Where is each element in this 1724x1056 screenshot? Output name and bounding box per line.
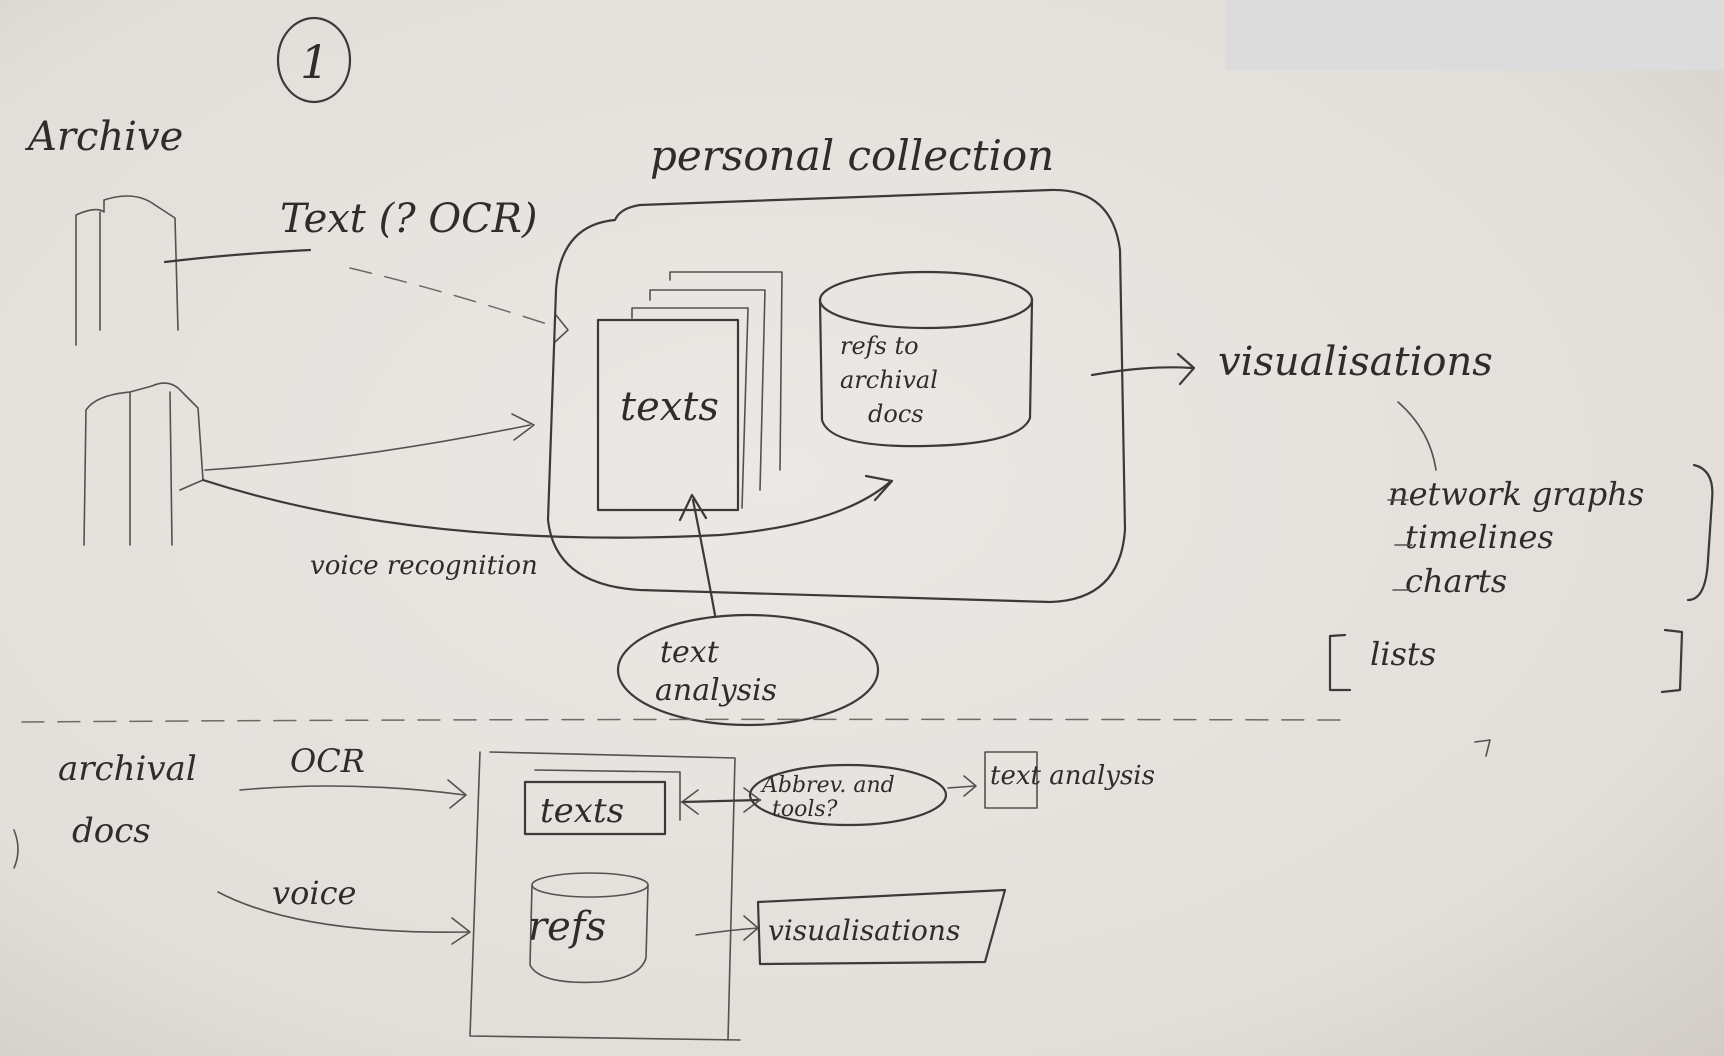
- output-list: network graphs timelines charts: [1387, 463, 1714, 602]
- bottom-vis-box: visualisations: [756, 888, 1007, 966]
- source-label: Archive: [24, 114, 183, 160]
- bottom-source-line-2: docs: [72, 811, 151, 851]
- tools-to-analysis-arrow: [947, 785, 976, 789]
- texts-tools-double-arrow: [680, 798, 762, 804]
- scan-corner-patch: [1225, 0, 1724, 70]
- bottom-ocr-label: OCR: [290, 742, 365, 780]
- text-analysis-node: text analysis: [616, 613, 880, 727]
- refs-db-line-3: docs: [868, 400, 924, 428]
- bottom-analysis-label: text analysis: [990, 761, 1155, 791]
- bottom-source-line-1: archival: [58, 749, 197, 789]
- archive-document-icon: [83, 382, 204, 546]
- analysis-line-1: text: [660, 635, 720, 670]
- bottom-analysis-box: text analysis: [984, 751, 1155, 809]
- bottom-refs-label: refs: [528, 904, 606, 950]
- refs-database-cylinder: refs to archival docs: [818, 270, 1034, 448]
- lists-item: lists: [1328, 628, 1684, 694]
- personal-collection-box: [546, 188, 1127, 604]
- refs-to-vis-arrow: [695, 927, 759, 936]
- voice-recognition-edge: [201, 478, 892, 539]
- page-number: 1: [300, 35, 329, 89]
- archive-document-icon: [75, 195, 179, 346]
- bottom-system-box: [469, 751, 741, 1041]
- output-item-charts: charts: [1405, 562, 1507, 600]
- texts-stack-label: texts: [620, 384, 719, 430]
- bottom-texts-box: texts: [523, 769, 681, 836]
- bottom-tool-line-1: Abbrev. and: [760, 773, 895, 798]
- texts-stack: texts: [596, 271, 783, 512]
- bottom-voice-arrow: [217, 891, 469, 933]
- bottom-voice-label: voice: [272, 874, 356, 912]
- brace: [1686, 463, 1714, 602]
- bottom-tools-node: Abbrev. and tools?: [748, 763, 948, 827]
- output-item-network-graphs: network graphs: [1388, 475, 1644, 513]
- refs-db-line-2: archival: [840, 366, 938, 394]
- bottom-tool-line-2: tools?: [772, 797, 838, 822]
- analysis-line-2: analysis: [655, 673, 777, 708]
- lists-label: lists: [1370, 635, 1436, 673]
- bottom-texts-label: texts: [540, 791, 624, 831]
- refs-db-line-1: refs to: [840, 332, 919, 360]
- ocr-edge-dashed: [349, 267, 551, 326]
- output-item-timelines: timelines: [1405, 518, 1554, 556]
- bottom-refs-cylinder: refs: [528, 872, 649, 984]
- collection-title: personal collection: [650, 131, 1054, 180]
- page-number-marker: 1: [276, 16, 352, 104]
- section-divider: [21, 718, 1341, 723]
- bottom-ocr-arrow: [239, 785, 466, 796]
- output-label: visualisations: [1218, 339, 1493, 385]
- doc-to-texts-arrow: [204, 424, 531, 471]
- analysis-to-texts-arrow: [691, 498, 717, 617]
- ocr-edge-label: Text (? OCR): [280, 196, 537, 242]
- bottom-vis-label: visualisations: [768, 914, 960, 947]
- ocr-edge: [163, 248, 312, 264]
- voice-edge-label: voice recognition: [310, 551, 538, 581]
- collection-to-visualisations-arrow: [1090, 366, 1194, 377]
